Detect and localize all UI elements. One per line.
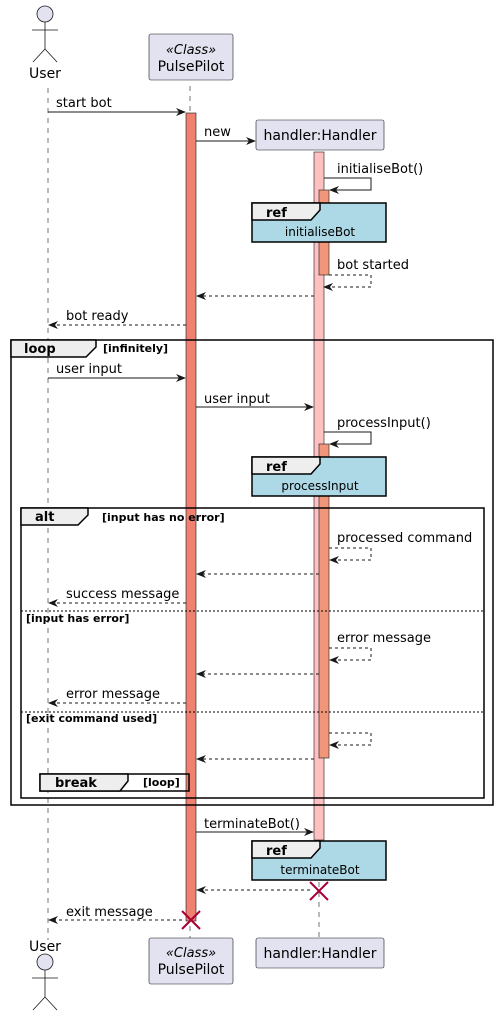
msg-error-message-user: error message	[66, 687, 160, 702]
msg-exit-self-arrow	[329, 732, 372, 749]
user-label-top: User	[29, 66, 61, 82]
ref-terminate-keyword: ref	[266, 844, 287, 859]
handler-box-top	[255, 119, 385, 151]
msg-processed-command: processed command	[337, 531, 472, 546]
pulsepilot-label-top: PulsePilot	[158, 59, 225, 75]
loop-fragment	[10, 339, 494, 806]
user-actor-bottom	[32, 953, 58, 1011]
msg-user-input-1: user input	[56, 362, 122, 377]
break-keyword: break	[55, 776, 97, 791]
msg-terminate-call: terminateBot()	[204, 817, 300, 832]
msg-error-message-self-arrow	[329, 647, 372, 664]
handler-label-top: handler:Handler	[263, 128, 376, 144]
ref-terminate-label: terminateBot	[280, 863, 359, 877]
ref-initialise	[251, 202, 387, 243]
loop-guard: [infinitely]	[103, 342, 168, 355]
msg-exit-message: exit message	[66, 905, 153, 920]
alt-guard: [input has no error]	[102, 511, 225, 524]
alt-keyword: alt	[35, 510, 54, 525]
msg-bot-started: bot started	[337, 258, 409, 273]
user-actor-top	[32, 5, 58, 63]
break-guard: [loop]	[143, 776, 180, 789]
msg-user-input-2: user input	[204, 392, 270, 407]
pulsepilot-stereotype-bottom: «Class»	[166, 946, 216, 961]
user-label-bottom: User	[29, 939, 61, 955]
msg-process-call: processInput()	[337, 416, 431, 431]
ref-process	[251, 456, 387, 497]
handler-destroy-icon	[309, 881, 329, 901]
msg-initialise-call: initialiseBot()	[337, 162, 423, 177]
ref-initialise-label: initialiseBot	[285, 225, 356, 239]
alt-tab	[20, 507, 89, 526]
pulsepilot-box-bottom	[148, 937, 234, 985]
msg-initialise-self-arrow	[324, 177, 372, 194]
ref-process-keyword: ref	[266, 460, 287, 475]
pulsepilot-destroy-icon	[181, 910, 201, 930]
handler-label-bottom: handler:Handler	[263, 946, 376, 962]
pulsepilot-label-bottom: PulsePilot	[158, 962, 225, 978]
msg-success-message: success message	[66, 587, 179, 602]
ref-initialise-keyword: ref	[266, 206, 287, 221]
ref-process-label: processInput	[281, 479, 358, 493]
loop-tab	[10, 339, 97, 358]
pulsepilot-stereotype-top: «Class»	[166, 43, 216, 58]
break-tab	[39, 773, 129, 792]
msg-process-self-arrow	[324, 431, 372, 448]
msg-new: new	[204, 125, 231, 140]
msg-bot-started-arrow	[323, 274, 372, 291]
handler-box-bottom	[255, 937, 385, 969]
msg-error-message-return: error message	[337, 631, 431, 646]
msg-start-bot: start bot	[56, 96, 112, 111]
alt-else-guard-1: [input has error]	[26, 612, 129, 625]
msg-bot-ready: bot ready	[66, 309, 129, 324]
handler-activation-process	[318, 443, 330, 759]
ref-terminate	[251, 840, 387, 881]
alt-fragment	[20, 507, 485, 799]
msg-processed-command-arrow	[329, 547, 372, 564]
loop-keyword: loop	[24, 342, 56, 357]
alt-else-guard-2: [exit command used]	[26, 712, 157, 725]
pulsepilot-box-top	[148, 33, 234, 81]
